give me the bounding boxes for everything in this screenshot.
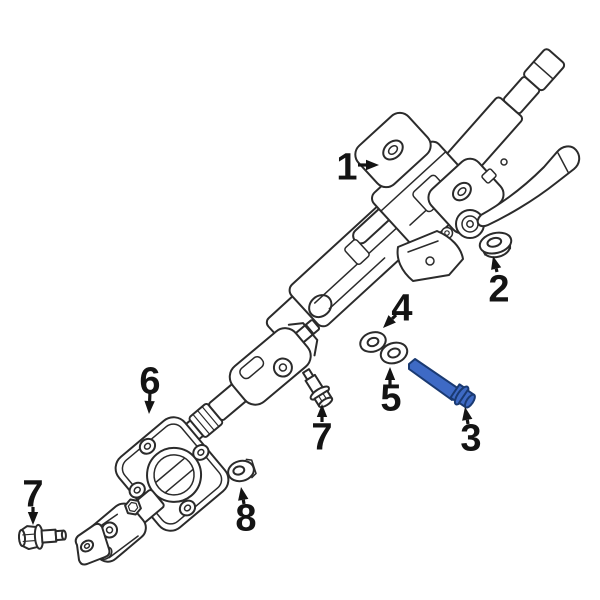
- callout-2-cap-grommet: 2: [488, 256, 510, 311]
- part-washer-5: [379, 341, 409, 365]
- bracket-pin-hole: [500, 158, 508, 166]
- callout-label: 5: [380, 378, 401, 420]
- callout-label: 7: [22, 474, 43, 516]
- callout-4-washer: 4: [383, 288, 413, 330]
- plate-bolt-holes: [128, 437, 210, 517]
- callout-3-flange-bolt-highlighted: 3: [460, 407, 482, 460]
- u-joint-nut-top: [127, 501, 139, 513]
- callout-1-steering-column-assembly: 1: [336, 147, 379, 189]
- callout-arrow-head: [27, 512, 39, 525]
- callout-label: 7: [311, 417, 332, 459]
- callout-arrow-head: [491, 256, 502, 270]
- callout-arrow-head: [383, 315, 396, 328]
- callout-label: 2: [488, 269, 509, 311]
- tilt-pivot: [440, 209, 485, 240]
- callout-arrow-line: [494, 268, 499, 273]
- callout-arrow-head: [238, 487, 249, 501]
- part-bolt-highlighted: [408, 358, 476, 409]
- callout-label: 6: [139, 361, 160, 403]
- callout-5-washer: 5: [380, 367, 402, 420]
- lower-yoke-tab: [74, 522, 111, 566]
- callout-arrow-head: [366, 159, 379, 171]
- part-washer-4: [359, 331, 387, 353]
- callout-label: 8: [235, 498, 256, 540]
- part-bolt-7-lower: [17, 523, 67, 551]
- callout-8-grommet: 8: [235, 487, 257, 540]
- callout-label: 1: [336, 147, 357, 189]
- callout-6-intermediate-shaft-assembly: 6: [139, 361, 161, 414]
- callout-arrow-head: [384, 367, 396, 380]
- callout-7-flange-bolt: 7: [22, 474, 44, 525]
- tilt-lever: [476, 145, 581, 228]
- part-steering-column-assembly: [265, 48, 581, 348]
- callout-arrow-head: [462, 407, 473, 421]
- callout-arrow-line: [465, 419, 470, 425]
- callout-label: 4: [391, 288, 412, 330]
- jacket-tab: [344, 238, 370, 266]
- callout-7-flange-bolt: 7: [311, 404, 333, 459]
- bracket-ear-upper: [354, 111, 432, 189]
- part-bolt-7-upper: [302, 368, 334, 409]
- part-cap-grommet: [478, 231, 513, 259]
- callout-arrow-line: [241, 499, 246, 505]
- column-lower-housing: [396, 230, 464, 282]
- callout-arrow-head: [144, 400, 155, 414]
- callout-arrow-line: [391, 313, 398, 320]
- callout-label: 3: [460, 418, 481, 460]
- callout-layer: 1 2 3 4 5 6 7 7 8: [22, 147, 509, 540]
- diagram-art: [17, 48, 581, 566]
- part-grommet-8: [227, 458, 257, 483]
- bracket-tab: [481, 168, 497, 184]
- part-intermediate-shaft-assembly: [74, 322, 319, 566]
- callout-arrow-head: [316, 404, 328, 417]
